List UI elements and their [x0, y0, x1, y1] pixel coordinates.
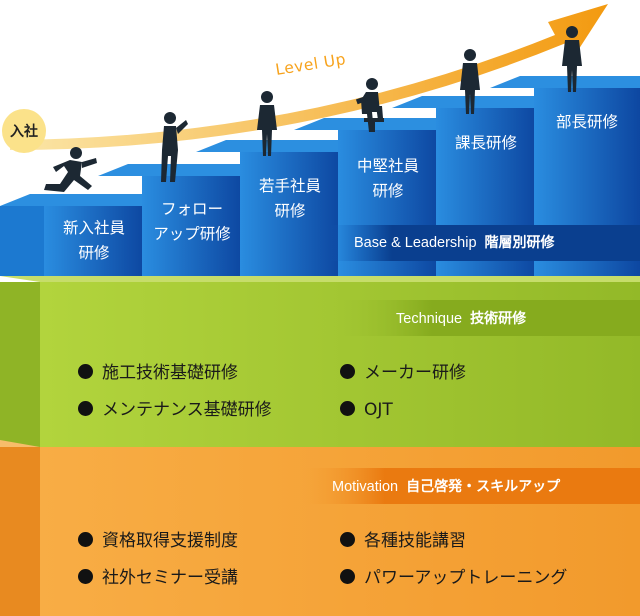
- step-1-front: [44, 206, 144, 276]
- step-1-top: [0, 194, 142, 206]
- motivation-item: 各種技能講習: [340, 529, 466, 553]
- person-standing-icon: [257, 91, 277, 156]
- leadership-band-bg: [330, 225, 640, 261]
- step-2-label: フォロー アップ研修: [153, 200, 231, 243]
- technique-item: メンテナンス基礎研修: [78, 398, 272, 422]
- person-standing-icon: [460, 49, 480, 114]
- bullet-dot-icon: [78, 364, 93, 379]
- step-2-top: [98, 164, 240, 176]
- motivation-item: 資格取得支援制度: [78, 529, 238, 553]
- step-4-top: [294, 118, 436, 130]
- motivation-item: パワーアップトレーニング: [340, 566, 567, 590]
- step-5-top: [392, 96, 534, 108]
- motivation-band-title: Motivation 自己啓発・スキルアップ: [332, 471, 560, 503]
- motivation-title-jp: 自己啓発・スキルアップ: [406, 479, 561, 495]
- entry-circle: [2, 109, 46, 153]
- bullet-dot-icon: [340, 532, 355, 547]
- step-3-top: [196, 140, 338, 152]
- technique-band-bg: [320, 300, 640, 336]
- green-block-side: [0, 282, 40, 447]
- step-6-top: [490, 76, 640, 88]
- technique-title-jp: 技術研修: [470, 311, 527, 327]
- motivation-title-en: Motivation: [332, 479, 399, 495]
- bullet-dot-icon: [78, 532, 93, 547]
- person-walking-icon: [161, 112, 188, 182]
- step-6-label: 部長研修: [555, 113, 618, 131]
- step-4-label: 中堅社員 研修: [356, 157, 419, 200]
- step-1-label: 新入社員 研修: [62, 219, 125, 262]
- step-2-front: [142, 176, 242, 276]
- step-5-label: 課長研修: [454, 134, 517, 152]
- bullet-dot-icon: [78, 569, 93, 584]
- entry-label: 入社: [10, 124, 38, 140]
- technique-band-title: Technique 技術研修: [396, 303, 526, 335]
- bullet-dot-icon: [340, 401, 355, 416]
- technique-item: メーカー研修: [340, 361, 466, 385]
- person-seated-icon: [355, 78, 384, 132]
- people-silhouettes: [44, 26, 582, 192]
- bullet-dot-icon: [78, 401, 93, 416]
- leadership-band-title: Base & Leadership 階層別研修: [354, 227, 555, 259]
- step-3-front: [240, 152, 340, 276]
- step-1-side: [0, 206, 44, 276]
- bullet-dot-icon: [340, 569, 355, 584]
- leadership-title-en: Base & Leadership: [354, 235, 477, 251]
- technique-item: OJT: [340, 398, 393, 422]
- motivation-item: 社外セミナー受講: [78, 566, 238, 590]
- person-running-icon: [44, 147, 97, 192]
- bullet-dot-icon: [340, 364, 355, 379]
- leadership-title-jp: 階層別研修: [484, 235, 555, 251]
- person-standing-icon: [562, 26, 582, 92]
- step-3-label: 若手社員 研修: [258, 177, 321, 220]
- orange-block-side: [0, 447, 40, 616]
- motivation-band-bg: [300, 468, 640, 504]
- technique-item: 施工技術基礎研修: [78, 361, 238, 385]
- technique-title-en: Technique: [396, 311, 463, 327]
